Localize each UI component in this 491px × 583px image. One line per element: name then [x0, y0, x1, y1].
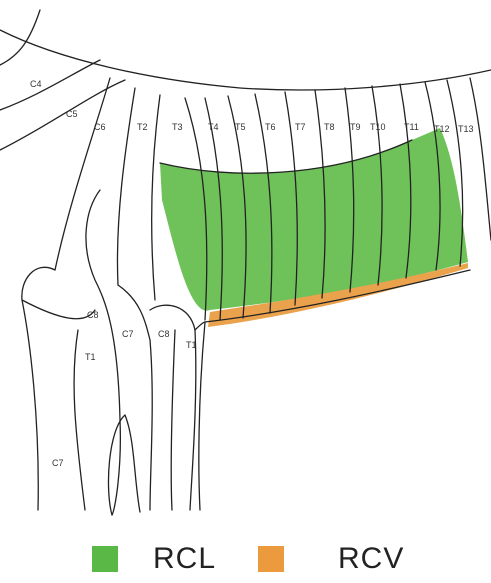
segment-label-t4: T4 — [208, 122, 219, 132]
segment-label-c6: C6 — [94, 122, 106, 132]
segment-label-t11: T11 — [404, 122, 419, 132]
segment-label-t12: T12 — [434, 124, 450, 134]
legend-label-rcv: RCV — [338, 542, 404, 576]
segment-label-t3: T3 — [172, 122, 183, 132]
segment-label-t9: T9 — [350, 122, 361, 132]
segment-label-t1: T1 — [85, 352, 96, 362]
segment-label-c7-left: C7 — [122, 329, 134, 339]
segment-label-t8: T8 — [324, 122, 335, 132]
segment-label-c8-right: C8 — [158, 329, 170, 339]
legend-swatch-rcv — [258, 546, 284, 572]
segment-label-t6: T6 — [265, 122, 276, 132]
segment-label-c8: C8 — [87, 310, 99, 320]
segment-label-t2: T2 — [137, 122, 148, 132]
segment-label-c7-bottom: C7 — [52, 458, 64, 468]
segment-label-c4: C4 — [30, 79, 42, 89]
segment-label-t1-right: T1 — [186, 340, 197, 350]
segment-label-c5: C5 — [66, 109, 78, 119]
segment-label-t13: T13 — [458, 124, 474, 134]
segment-label-t10: T10 — [370, 122, 386, 132]
segment-label-t5: T5 — [235, 122, 246, 132]
legend-label-rcl: RCL — [153, 542, 216, 576]
legend-swatch-rcl — [92, 546, 118, 572]
segment-label-t7: T7 — [295, 122, 306, 132]
